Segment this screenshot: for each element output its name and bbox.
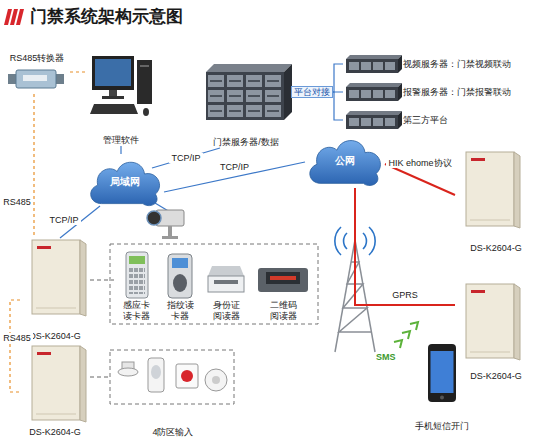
cabinet-symbol bbox=[32, 346, 86, 422]
controller-cabinet: DS-K2604-G bbox=[455, 282, 537, 382]
group-outline bbox=[110, 350, 234, 404]
title-icon bbox=[4, 9, 24, 25]
sms-label: SMS bbox=[376, 352, 396, 363]
cabinet-symbol bbox=[466, 152, 520, 228]
node-label: 感应卡读卡器 bbox=[121, 300, 151, 321]
diagram-title: 门禁系统架构示意图 bbox=[30, 5, 183, 28]
third-party-server: 第三方平台 bbox=[343, 108, 543, 132]
node-label: RS485转换器 bbox=[10, 53, 65, 63]
node-label: 手机短信开门 bbox=[415, 421, 469, 431]
node-label: 二维码阅读器 bbox=[268, 300, 298, 321]
edge-label: TCP/IP bbox=[47, 215, 80, 226]
connector bbox=[70, 71, 86, 72]
controller-cabinet: DS-K2604-G bbox=[20, 344, 90, 438]
camera-symbol bbox=[147, 200, 184, 239]
node-label: 第三方平台 bbox=[403, 115, 448, 125]
node-label: DS-K2604-G bbox=[470, 243, 522, 253]
sensor-symbols bbox=[118, 358, 227, 392]
cabinet-symbol bbox=[466, 284, 520, 360]
node-label: 身份证阅读器 bbox=[211, 300, 241, 321]
card-reader: 感应卡读卡器 bbox=[114, 248, 158, 322]
node-label: 门禁服务器/数据 bbox=[213, 137, 279, 147]
converter-device: RS485转换器 bbox=[4, 52, 70, 94]
mini-server-symbol bbox=[346, 83, 402, 101]
node-label: DS-K2604-G bbox=[470, 371, 522, 381]
access-server: 门禁服务器/数据 bbox=[196, 56, 296, 148]
sms-waves bbox=[394, 322, 418, 348]
pc-symbol bbox=[90, 56, 152, 116]
edge-label: TCP/IP bbox=[169, 153, 202, 164]
node-label: 4防区输入 bbox=[152, 427, 193, 437]
server-symbol bbox=[206, 64, 292, 120]
node-label: 公网 bbox=[335, 155, 355, 167]
edge-label: GPRS bbox=[390, 290, 420, 301]
node-label: 报警服务器：门禁报警联动 bbox=[403, 87, 511, 97]
zone-input-group: 4防区输入 bbox=[110, 348, 236, 438]
node-label: 指纹读卡器 bbox=[165, 300, 195, 321]
connector bbox=[33, 94, 34, 238]
phone-symbol bbox=[428, 344, 456, 402]
edge-label: HIK ehome协议 bbox=[386, 158, 453, 169]
mini-server-symbol bbox=[346, 55, 402, 73]
converter-symbol bbox=[8, 70, 64, 88]
lan-cloud: 局域网 bbox=[86, 154, 164, 210]
cabinet-symbol bbox=[32, 240, 86, 316]
connector bbox=[355, 188, 455, 305]
internet-cloud: 公网 bbox=[305, 132, 385, 190]
connector bbox=[385, 164, 455, 195]
connector bbox=[152, 148, 220, 168]
node-label: DS-K2604-G bbox=[29, 331, 81, 341]
connector bbox=[10, 300, 20, 392]
controller-cabinet: DS-K2604-G bbox=[20, 238, 90, 342]
fingerprint-reader: 指纹读卡器 bbox=[160, 248, 200, 322]
alarm-server: 报警服务器：门禁报警联动 bbox=[343, 80, 543, 104]
edge-label: RS485 bbox=[1, 333, 33, 344]
node-label: DS-K2604-G bbox=[29, 427, 81, 437]
controller-cabinet: DS-K2604-G bbox=[455, 150, 537, 254]
connector bbox=[90, 280, 114, 281]
video-server: 视频服务器：门禁视频联动 bbox=[343, 52, 543, 76]
edge-label: TCP/IP bbox=[218, 162, 251, 173]
id-card-reader: 身份证阅读器 bbox=[202, 248, 250, 322]
edge-label: 平台对接 bbox=[291, 86, 333, 99]
mini-server-symbol bbox=[346, 111, 402, 129]
connector bbox=[120, 146, 121, 154]
management-pc: 管理软件 bbox=[86, 52, 156, 146]
qr-code-reader: 二维码阅读器 bbox=[252, 248, 314, 322]
node-label: 视频服务器：门禁视频联动 bbox=[403, 59, 511, 69]
mobile-phone: 手机短信开门 bbox=[396, 340, 488, 432]
connector bbox=[164, 162, 305, 192]
group-outline bbox=[110, 244, 318, 324]
reader-symbols bbox=[126, 252, 308, 298]
node-label: 局域网 bbox=[110, 176, 140, 188]
connector bbox=[90, 377, 110, 378]
edge-label: RS485 bbox=[1, 197, 33, 208]
node-label: 管理软件 bbox=[103, 135, 139, 145]
